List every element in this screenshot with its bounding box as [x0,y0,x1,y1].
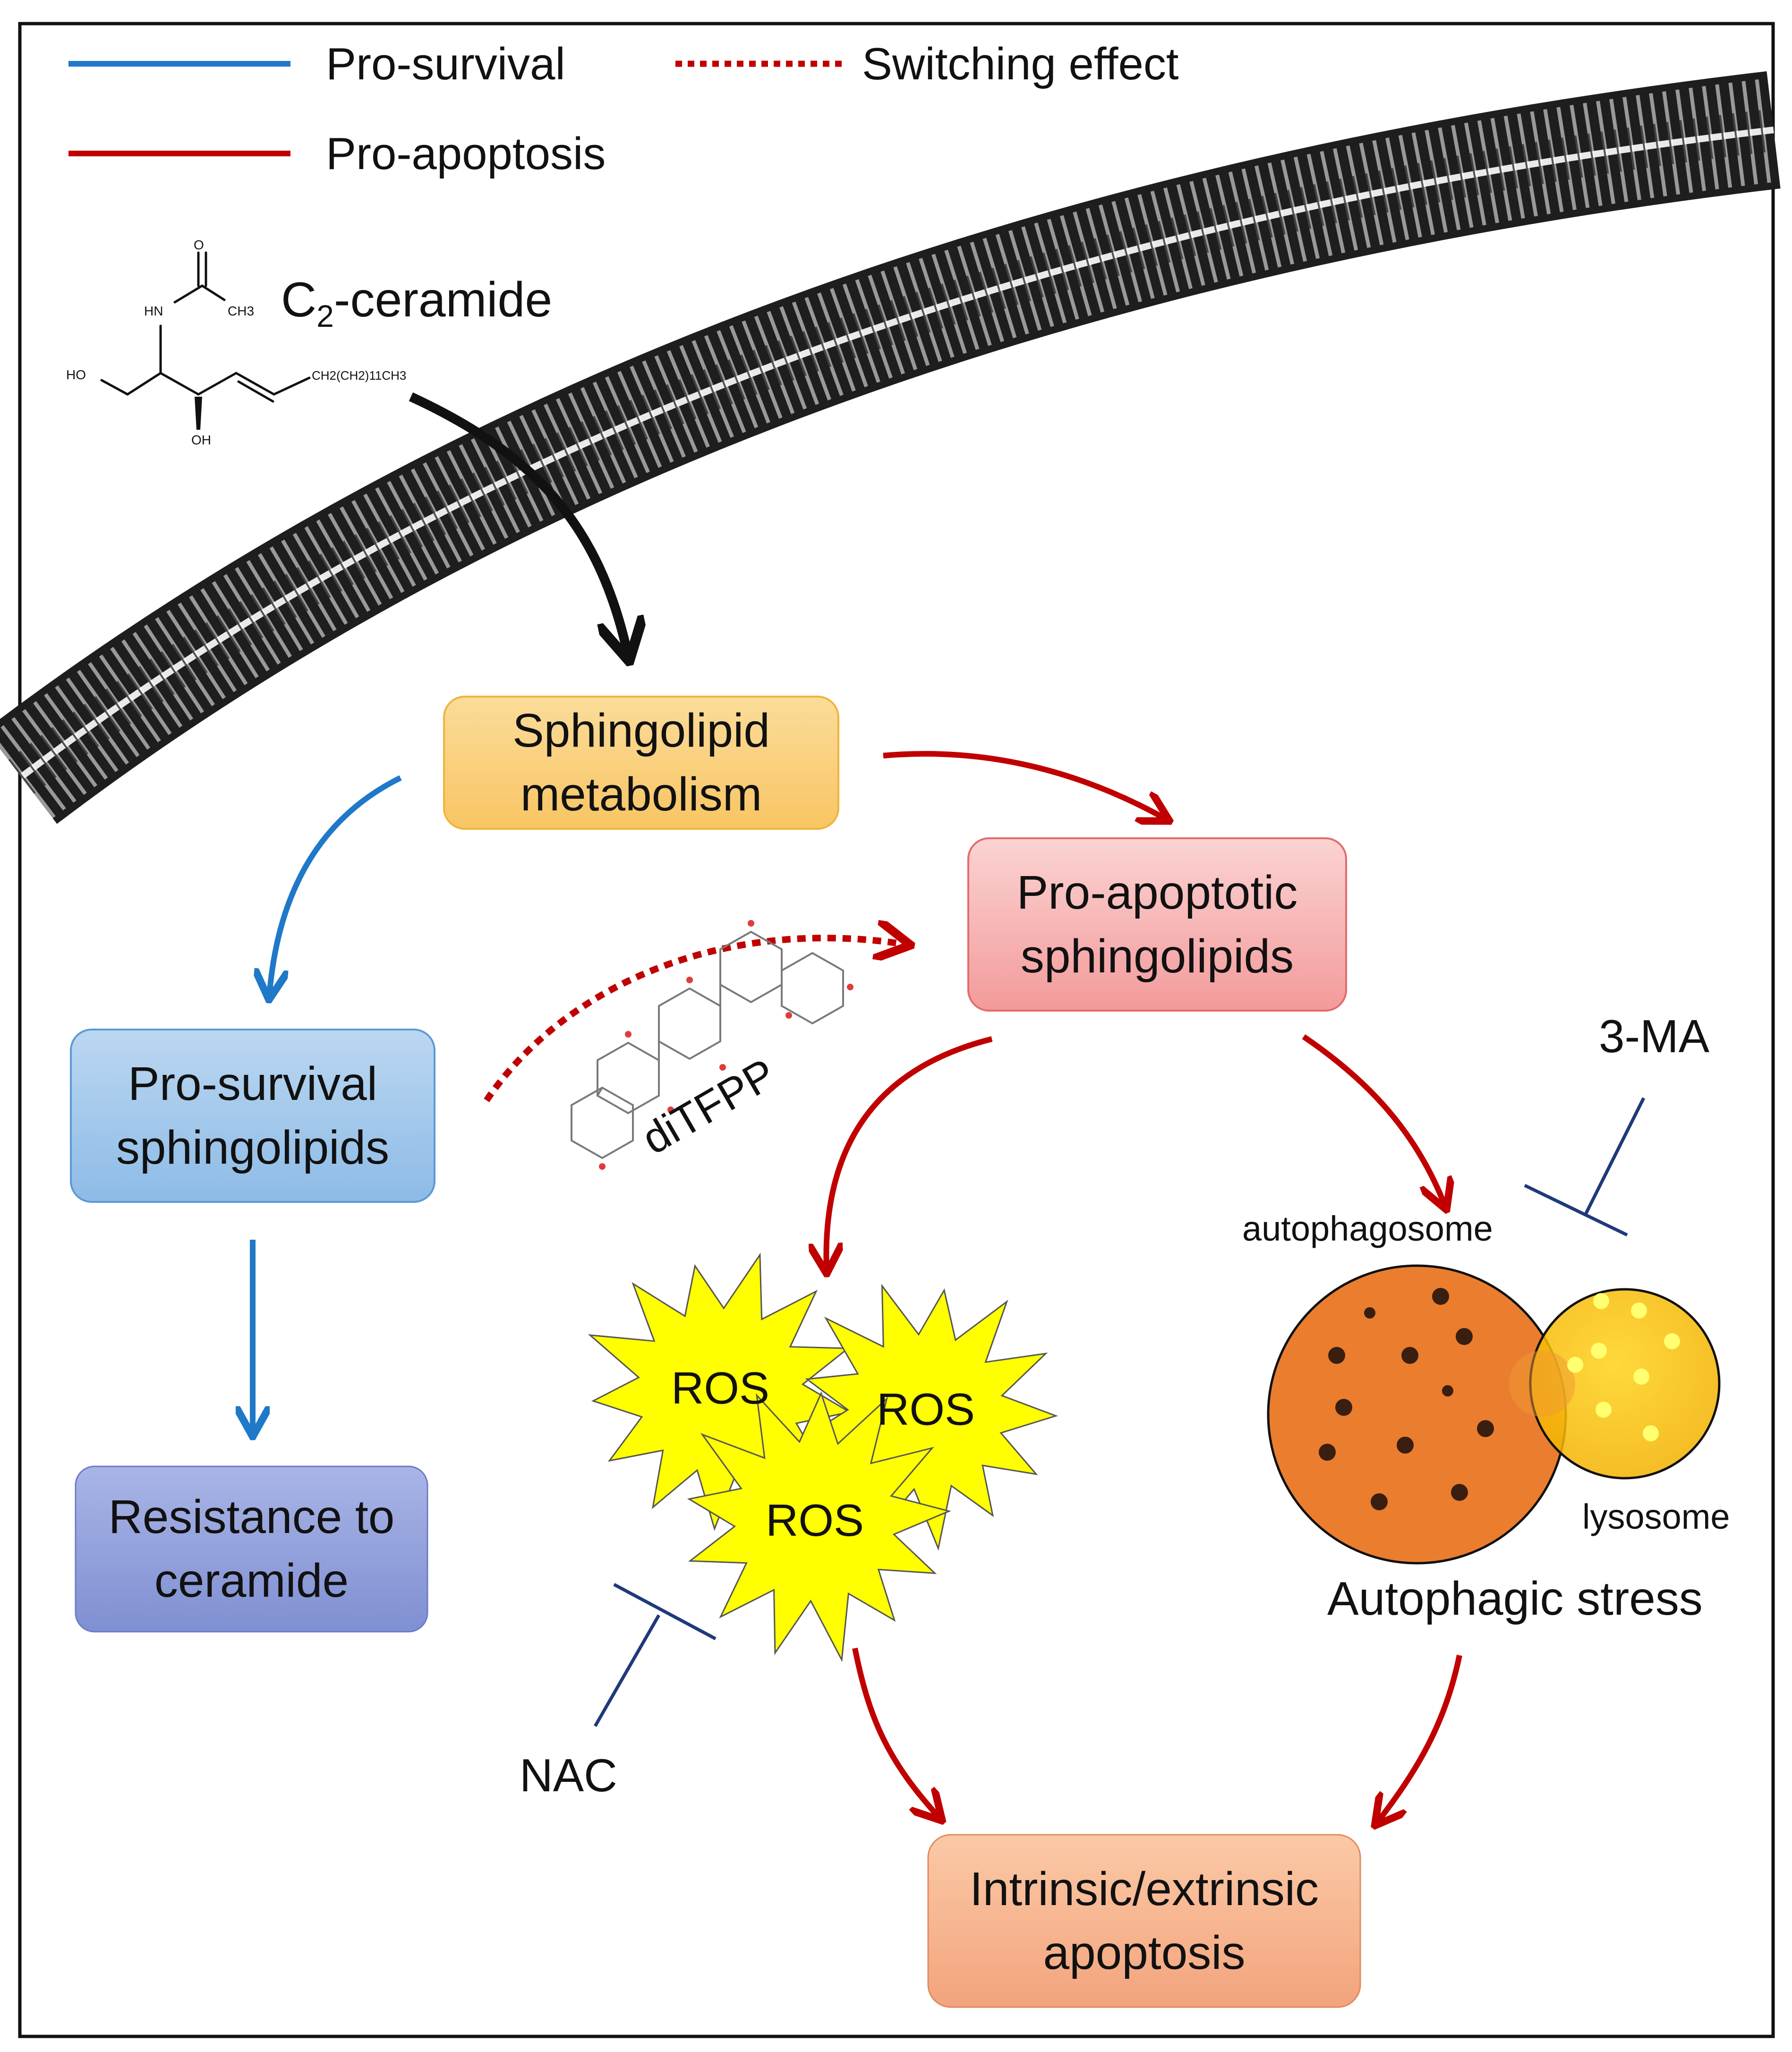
switching-effect-arrow [484,938,907,1102]
three-ma-label: 3-MA [1599,1010,1710,1062]
node-pro-survival-bg [70,1029,435,1203]
ceramide-wedge-bond [195,397,202,430]
autophagic-stress-label: Autophagic stress [1327,1572,1703,1625]
nac-label: NAC [520,1749,617,1801]
atom-oh-label: OH [191,433,211,447]
ros-star-3 [687,1391,951,1662]
legend-switching-label: Switching effect [862,39,1179,89]
node-intrinsic-extrinsic-apoptosis: Intrinsic/extrinsic apoptosis [969,1862,1319,1979]
lysosome-label: lysosome [1582,1497,1730,1536]
node-apoptosis-bg [927,1834,1361,2008]
arrow-autophagy-to-apoptosis [1377,1654,1462,1823]
legend-pro-survival-label: Pro-survival [326,39,565,89]
node-pro-survival-sphingolipids: Pro-survival sphingolipids [116,1057,390,1174]
atom-chain-label: CH2(CH2)11CH3 [312,368,407,383]
legend-pro-apoptosis-label: Pro-apoptosis [326,128,606,179]
autophagosome-dots [1319,1288,1494,1510]
arrow-metabolism-to-proapoptotic [883,751,1167,819]
lysosome-dots [1567,1293,1680,1441]
ceramide-structure [100,251,311,403]
ros-label-1: ROS [671,1363,770,1413]
arrow-proapoptotic-to-ros [826,1036,993,1270]
ditfpp-atoms [599,920,853,1170]
node-pro-apoptotic-bg [967,837,1347,1012]
arrow-metabolism-to-prosurvival [269,775,402,996]
inhibitor-nac [593,1583,717,1727]
atom-ho-label: HO [66,367,86,382]
ros-label-3: ROS [765,1495,864,1546]
figure-border [18,22,1775,2038]
arrow-ros-to-apoptosis [852,1647,940,1818]
autophagosome-label: autophagosome [1242,1209,1493,1248]
ceramide-entry-arrow [409,392,628,656]
fusion-overlap [1509,1351,1575,1417]
atom-hn-label: HN [144,304,163,318]
atom-ch3-label: CH3 [228,304,255,318]
node-resistance-to-ceramide: Resistance to ceramide [108,1490,395,1607]
ros-label-2: ROS [876,1384,975,1435]
inhibitor-3ma [1524,1097,1646,1237]
ceramide-title: C2-ceramide [281,272,553,333]
cell-membrane [0,71,1781,824]
node-pro-apoptotic-sphingolipids: Pro-apoptotic sphingolipids [1016,866,1298,983]
ros-star-2 [800,1284,1058,1551]
autophagosome-shape [1267,1264,1567,1565]
legend [68,60,845,156]
ditfpp-structure [571,930,844,1159]
node-resistance-bg [75,1465,428,1633]
ros-stars [588,1252,1058,1662]
node-sphingolipid-metabolism: Sphingolipid metabolism [512,704,770,821]
atom-o-label: O [194,238,204,252]
autophagy-cell [1267,1264,1721,1565]
arrow-proapoptotic-to-autophagy [1302,1034,1445,1207]
node-sphingolipid-metabolism-bg [443,696,839,830]
